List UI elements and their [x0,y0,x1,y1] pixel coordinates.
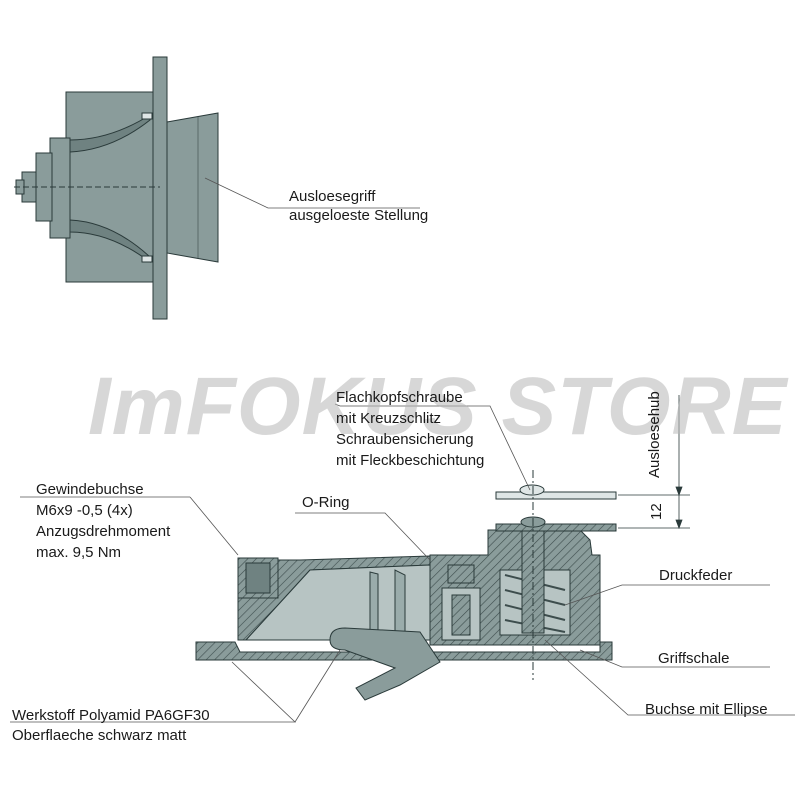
handle-lever [329,627,441,701]
label-flachkopf-2: mit Kreuzschlitz [336,410,442,427]
label-griffschale: Griffschale [658,650,730,667]
label-ausloesehub: Ausloesehub [646,391,663,478]
label-gewinde-1: Gewindebuchse [36,481,144,498]
label-flachkopf-4: mit Fleckbeschichtung [336,452,485,469]
label-gewinde-2: M6x9 -0,5 (4x) [36,502,133,519]
label-ausloesegriff-2: ausgeloeste Stellung [289,207,429,224]
dimension-hub [618,395,690,530]
hub-step [49,137,71,239]
released-plate [495,491,617,500]
top-side-view [14,56,219,320]
top-plate [495,523,617,532]
flange-plate [152,56,168,320]
label-o-ring: O-Ring [302,494,350,511]
leaders [10,403,795,723]
label-ausloesegriff-1: Ausloesegriff [289,188,376,205]
watermark: ImFOKUS STORE [88,361,788,452]
label-druckfeder: Druckfeder [659,567,733,584]
section-view [195,470,617,701]
leader-ausloesegriff [204,177,420,209]
o-ring [447,564,475,584]
front-cone [166,112,219,263]
label-hub-value: 12 [648,503,665,520]
label-gewinde-3: Anzugsdrehmoment [36,523,171,540]
label-flachkopf-3: Schraubensicherung [336,431,474,448]
label-werkstoff-2: Oberflaeche schwarz matt [12,727,187,744]
label-gewinde-4: max. 9,5 Nm [36,544,122,561]
label-buchse: Buchse mit Ellipse [645,701,768,718]
label-werkstoff-1: Werkstoff Polyamid PA6GF30 [12,707,210,724]
label-flachkopf-1: Flachkopfschraube [336,389,463,406]
